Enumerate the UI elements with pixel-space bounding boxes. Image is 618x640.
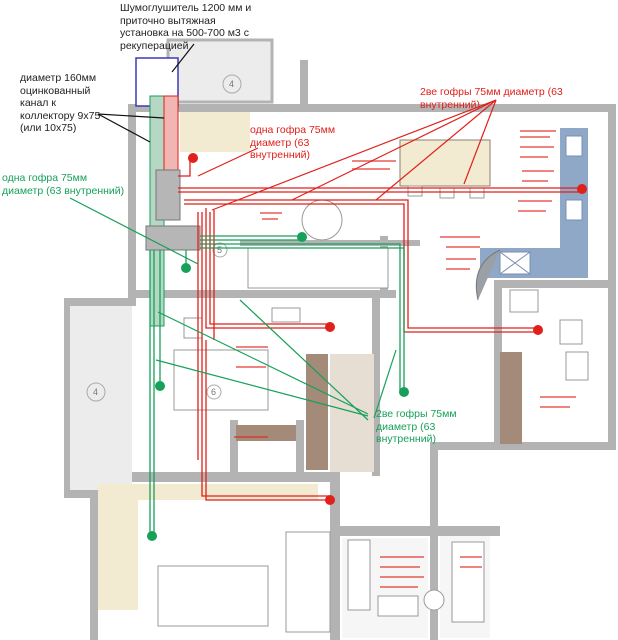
two-hoses-red-annotation: 2ве гофры 75мм диаметр (63 внутренний) — [420, 86, 563, 111]
walls — [64, 104, 616, 640]
duct-160-annotation: диаметр 160мм оцинкованный канал к колле… — [20, 72, 101, 134]
pointer-red — [197, 99, 497, 211]
svg-text:4: 4 — [229, 79, 234, 89]
furniture — [157, 185, 589, 633]
svg-text:4: 4 — [93, 387, 98, 397]
one-hose-red-annotation: одна гофра 75мм диаметр (63 внутренний) — [250, 124, 336, 161]
one-hose-green-annotation: одна гофра 75мм диаметр (63 внутренний) — [2, 172, 125, 197]
svg-text:6: 6 — [211, 387, 216, 397]
svg-text:5: 5 — [217, 245, 222, 255]
small-notes — [234, 130, 576, 588]
pointer-green — [69, 197, 397, 421]
two-hoses-green-annotation: 2ве гофры 75мм диаметр (63 внутренний) — [376, 408, 457, 445]
exhaust-outlets — [147, 232, 409, 541]
supply-ducts — [178, 158, 580, 501]
kitchen-counter — [475, 128, 588, 301]
storage-strips — [236, 352, 522, 472]
pointer-black — [97, 43, 195, 143]
balconies: 4 4 — [70, 38, 308, 490]
silencer-annotation: Шумоглушитель 1200 мм и приточно вытяжна… — [120, 2, 252, 52]
room-markers — [206, 242, 228, 400]
supply-outlets — [188, 153, 587, 505]
